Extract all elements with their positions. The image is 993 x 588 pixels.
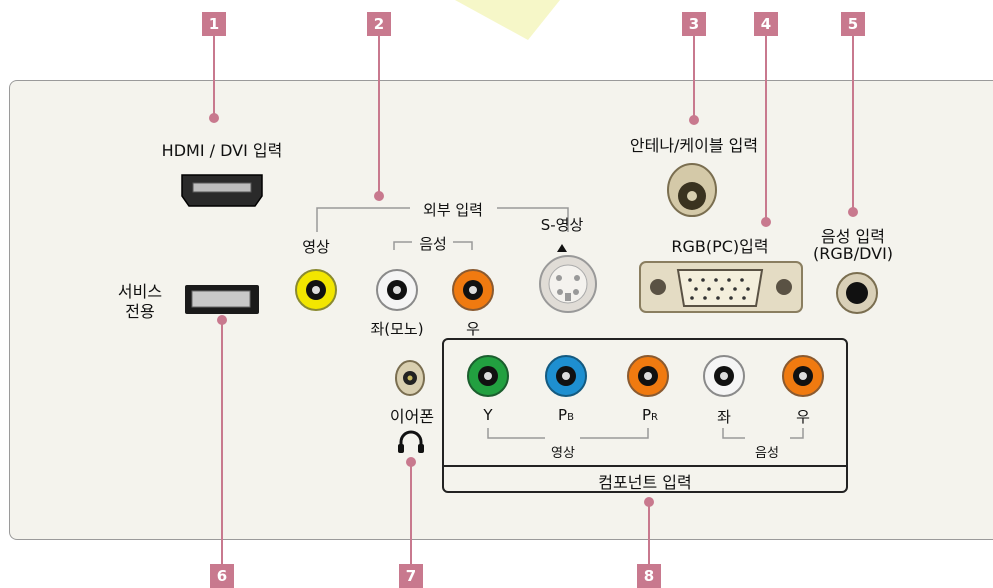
component-pr-letter: P bbox=[642, 406, 652, 424]
component-pb-label: PB bbox=[558, 406, 574, 424]
audio-left-jack bbox=[376, 269, 418, 311]
badge-5: 5 bbox=[841, 12, 865, 36]
external-input-bracket-right bbox=[497, 207, 569, 232]
component-box bbox=[442, 338, 848, 493]
external-input-bracket-left bbox=[316, 207, 410, 232]
comp-audio-bracket-right bbox=[790, 428, 804, 439]
antenna-port bbox=[667, 163, 717, 217]
audio-bracket-right bbox=[453, 241, 473, 250]
video-label: 영상 bbox=[302, 238, 330, 256]
rear-panel bbox=[9, 80, 993, 540]
right-label: 우 bbox=[466, 320, 480, 338]
rgb-pc-port bbox=[639, 261, 803, 313]
leader-dot-5 bbox=[848, 207, 858, 217]
leader-dot-2 bbox=[374, 191, 384, 201]
svideo-arrow bbox=[557, 244, 567, 252]
antenna-label: 안테나/케이블 입력 bbox=[629, 136, 759, 155]
left-mono-label: 좌(모노) bbox=[370, 320, 424, 338]
comp-video-bracket-right bbox=[580, 428, 649, 439]
leader-dot-1 bbox=[209, 113, 219, 123]
badge-8: 8 bbox=[637, 564, 661, 588]
badge-6: 6 bbox=[210, 564, 234, 588]
audio-in-label-line1: 음성 입력 bbox=[821, 227, 885, 246]
leader-dot-4 bbox=[761, 217, 771, 227]
leader-dot-3 bbox=[689, 115, 699, 125]
component-audio-right-jack bbox=[782, 355, 824, 397]
service-label-line2: 전용 bbox=[125, 302, 155, 321]
component-audio-left-jack bbox=[703, 355, 745, 397]
headphone-icon bbox=[398, 430, 424, 453]
leader-dot-7 bbox=[406, 457, 416, 467]
video-jack bbox=[295, 269, 337, 311]
component-y-label: Y bbox=[483, 406, 493, 424]
external-input-label: 외부 입력 bbox=[419, 199, 487, 220]
hdmi-port bbox=[181, 174, 263, 207]
decorative-wedge bbox=[455, 0, 560, 40]
audio-in-label-line2: (RGB/DVI) bbox=[812, 244, 894, 263]
component-right-label: 우 bbox=[796, 408, 810, 426]
component-pr-label: PR bbox=[642, 406, 658, 424]
audio-right-jack bbox=[452, 269, 494, 311]
svideo-label: S-영상 bbox=[540, 216, 584, 234]
component-pb-letter: P bbox=[558, 406, 568, 424]
badge-1: 1 bbox=[202, 12, 226, 36]
earphone-jack bbox=[395, 360, 425, 396]
component-pb-subscript: B bbox=[567, 412, 574, 423]
leader-dot-8 bbox=[644, 497, 654, 507]
badge-4: 4 bbox=[754, 12, 778, 36]
component-input-label: 컴포넌트 입력 bbox=[598, 473, 692, 492]
service-label-line1: 서비스 bbox=[117, 282, 163, 301]
component-audio-label: 음성 bbox=[755, 446, 779, 461]
svideo-port bbox=[539, 244, 597, 313]
audio-label: 음성 bbox=[419, 235, 447, 253]
badge-7: 7 bbox=[399, 564, 423, 588]
audio-bracket-left bbox=[393, 241, 412, 250]
component-y-jack bbox=[467, 355, 509, 397]
leader-dot-6 bbox=[217, 315, 227, 325]
comp-audio-bracket-left bbox=[722, 428, 745, 439]
badge-2: 2 bbox=[367, 12, 391, 36]
rgb-pc-label: RGB(PC)입력 bbox=[671, 237, 769, 256]
badge-3: 3 bbox=[682, 12, 706, 36]
component-pr-jack bbox=[627, 355, 669, 397]
component-video-label: 영상 bbox=[551, 446, 575, 461]
service-port bbox=[185, 285, 259, 314]
component-pb-jack bbox=[545, 355, 587, 397]
hdmi-dvi-label: HDMI / DVI 입력 bbox=[161, 141, 283, 160]
comp-video-bracket-left bbox=[487, 428, 545, 439]
component-pr-subscript: R bbox=[651, 412, 658, 423]
component-left-label: 좌 bbox=[717, 408, 731, 426]
earphone-label: 이어폰 bbox=[389, 407, 435, 426]
audio-in-jack bbox=[836, 272, 878, 314]
